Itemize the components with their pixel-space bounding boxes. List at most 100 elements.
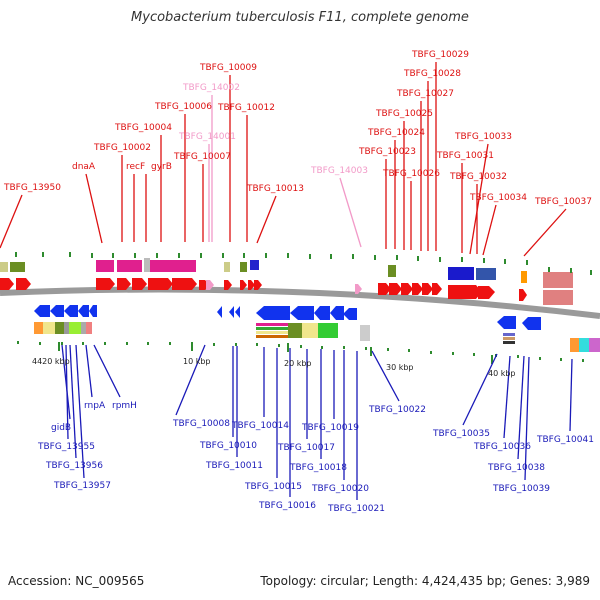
feature-block [10,262,25,272]
feature-block [302,323,318,338]
feature-block [448,267,474,280]
gene-label[interactable]: TBFG_14001 [178,132,236,142]
gene-label[interactable]: TBFG_10012 [217,103,275,113]
gene-label[interactable]: gyrB [151,162,172,172]
gene-label[interactable]: TBFG_13955 [37,442,95,452]
forward-gene-arrow [206,280,214,290]
gene-label[interactable]: TBFG_10038 [487,463,545,473]
feature-block [503,333,515,336]
gene-label[interactable]: TBFG_13956 [45,461,103,471]
gene-label[interactable]: TBFG_10032 [449,172,507,182]
gene-label[interactable]: TBFG_10022 [368,405,426,415]
gene-label[interactable]: TBFG_10021 [327,504,385,514]
reverse-gene-arrow [290,306,314,320]
gene-label[interactable]: TBFG_10018 [289,463,347,473]
leader-lines [0,62,573,500]
map-title: Mycobacterium tuberculosis F11, complete… [131,10,469,25]
gene-label[interactable]: TBFG_10024 [367,128,425,138]
gene-label[interactable]: TBFG_10013 [246,184,304,194]
feature-block [318,323,338,338]
gene-label[interactable]: TBFG_10020 [311,484,369,494]
gene-label[interactable]: TBFG_10041 [536,435,594,445]
gene-label[interactable]: TBFG_10004 [114,123,172,133]
gene-label[interactable]: recF [126,162,145,172]
feature-block [144,258,150,272]
leader-line [85,344,93,398]
gene-label[interactable]: TBFG_10031 [436,151,494,161]
gene-label[interactable]: TBFG_10007 [173,152,231,162]
feature-block [250,260,259,270]
gene-label[interactable]: TBFG_10010 [199,441,257,451]
feature-block [256,335,288,338]
scale-label: 10 kbp [183,357,211,366]
scale-label: 20 kbp [284,359,312,368]
gene-label[interactable]: TBFG_10036 [473,442,531,452]
reverse-gene-arrow [64,305,78,317]
feature-block [0,262,8,272]
forward-gene-arrow [96,278,115,290]
forward-gene-arrow [254,280,262,290]
leader-line [175,344,206,416]
gene-label[interactable]: TBFG_10006 [154,102,212,112]
feature-block [256,331,288,334]
gene-label[interactable]: TBFG_10019 [301,423,359,433]
feature-block [240,262,247,272]
tick-marks [15,252,592,364]
gene-label[interactable]: TBFG_10017 [277,443,335,453]
gene-label[interactable]: TBFG_10016 [258,501,316,511]
feature-block [34,322,43,334]
reverse-gene-arrow [235,306,240,318]
gene-label[interactable]: dnaA [72,162,96,172]
gene-label[interactable]: TBFG_10034 [469,193,527,203]
leader-line [371,350,400,402]
gene-label[interactable]: TBFG_10025 [375,109,433,119]
feature-block [150,260,196,272]
reverse-gene-arrow [343,308,357,320]
gene-label[interactable]: TBFG_10009 [199,63,257,73]
gene-label[interactable]: TBFG_14003 [310,166,368,176]
reverse-gene-arrow [314,306,330,320]
accession-text: Accession: NC_009565 [8,574,145,588]
gene-label[interactable]: TBFG_10002 [93,143,151,153]
gene-label[interactable]: TBFG_10029 [411,50,469,60]
genome-summary-text: Topology: circular; Length: 4,424,435 bp… [260,574,590,588]
feature-block [288,323,302,338]
leader-line [469,143,489,255]
feature-block [96,260,114,272]
gene-label[interactable]: TBFG_10037 [534,197,592,207]
gene-label[interactable]: TBFG_14002 [182,83,240,93]
gene-label[interactable]: TBFG_10014 [231,421,289,431]
feature-block [570,338,579,352]
forward-gene-arrow [172,278,197,290]
gene-label[interactable]: TBFG_13957 [53,481,111,491]
gene-label[interactable]: TBFG_10033 [454,132,512,142]
gene-label[interactable]: TBFG_10023 [358,147,416,157]
leader-line [65,344,69,440]
reverse-gene-arrow [497,316,516,329]
gene-label[interactable]: TBFG_10008 [172,419,230,429]
leader-line [85,173,103,244]
leader-line [339,177,362,248]
gene-label[interactable]: TBFG_10015 [244,482,302,492]
gene-label[interactable]: TBFG_13950 [3,183,61,193]
reverse-gene-arrow [229,306,234,318]
gene-label[interactable]: rpmH [112,401,137,411]
gene-label[interactable]: TBFG_10028 [403,69,461,79]
gene-label[interactable]: TBFG_10035 [432,429,490,439]
forward-gene-arrow [16,278,31,290]
gene-label[interactable]: rnpA [84,401,106,411]
forward-gene-arrow [378,283,391,295]
reverse-strand-track [34,305,600,352]
forward-gene-arrow [422,283,433,295]
gene-label[interactable]: TBFG_10027 [396,89,454,99]
feature-block [43,322,55,334]
gene-label[interactable]: TBFG_10026 [382,169,440,179]
feature-block [256,327,288,330]
gene-label[interactable]: TBFG_10039 [492,484,550,494]
gene-label[interactable]: TBFG_10011 [205,461,263,471]
gene-label[interactable]: gidB [51,423,71,433]
forward-gene-arrow [389,283,402,295]
